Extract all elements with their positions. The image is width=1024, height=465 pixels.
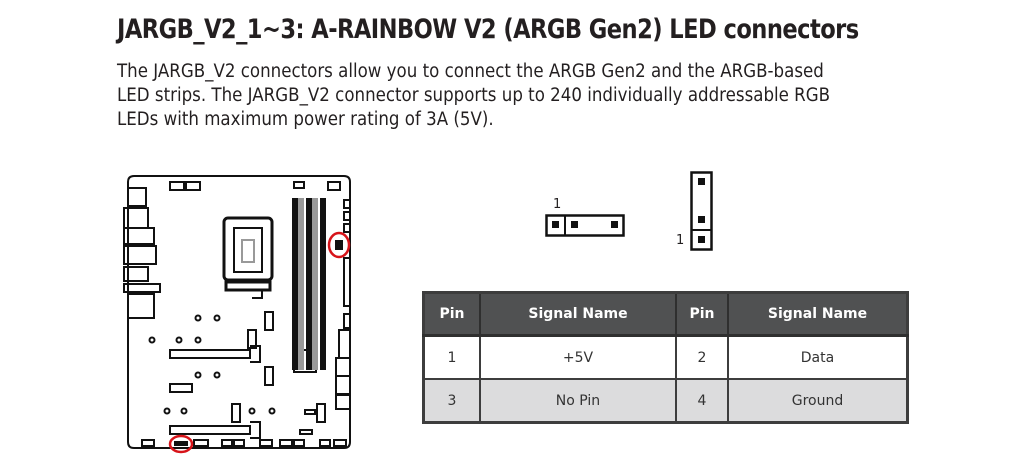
io-port — [123, 283, 161, 293]
dimm-slot — [292, 198, 298, 370]
column-header: Pin — [423, 292, 481, 337]
motherboard-diagram — [123, 175, 351, 454]
table-row: 3 No Pin 4 Ground — [423, 379, 908, 424]
description-line: LED strips. The JARGB_V2 connector suppo… — [117, 85, 831, 106]
highlight-circle-icon — [327, 231, 351, 259]
description-line: LEDs with maximum power rating of 3A (5V… — [117, 109, 494, 130]
pin-number: 1 — [423, 335, 481, 380]
dimm-slots — [292, 198, 326, 370]
header — [343, 257, 351, 307]
header — [327, 181, 341, 191]
column-header: Signal Name — [728, 292, 908, 337]
page-title: JARGB_V2_1~3: A-RAINBOW V2 (ARGB Gen2) L… — [117, 14, 859, 45]
pin — [571, 221, 578, 228]
pin — [698, 178, 705, 185]
pin1-label: 1 — [553, 197, 562, 212]
io-port — [123, 227, 155, 245]
signal-name: No Pin — [480, 379, 677, 424]
cpu-socket — [222, 216, 274, 282]
column-header: Pin — [676, 292, 729, 337]
signal-name: +5V — [480, 335, 677, 380]
argb-connector-bottom — [174, 441, 188, 446]
header — [343, 223, 351, 233]
table-header-row: Pin Signal Name Pin Signal Name — [423, 292, 908, 337]
pin-number: 2 — [676, 335, 729, 380]
horizontal-connector-diagram — [545, 214, 625, 237]
table-row: 1 +5V 2 Data — [423, 335, 908, 380]
vertical-connector-diagram — [690, 171, 713, 251]
column-header: Signal Name — [480, 292, 677, 337]
header — [293, 181, 305, 189]
pin-number: 3 — [423, 379, 481, 424]
pin-table: Pin Signal Name Pin Signal Name 1 +5V 2 … — [422, 291, 909, 424]
header — [343, 199, 351, 209]
pin-number: 4 — [676, 379, 729, 424]
dimm-slot — [306, 198, 312, 370]
pin — [698, 236, 705, 243]
io-port — [127, 293, 155, 319]
description-line: The JARGB_V2 connectors allow you to con… — [117, 61, 824, 82]
signal-name: Ground — [728, 379, 908, 424]
pin — [552, 221, 559, 228]
io-port — [127, 187, 147, 207]
pcie-slot — [169, 425, 251, 435]
dimm-slot — [320, 198, 326, 370]
header — [185, 181, 201, 191]
pin — [611, 221, 618, 228]
description: The JARGB_V2 connectors allow you to con… — [117, 60, 837, 132]
pin — [698, 216, 705, 223]
header — [169, 181, 185, 191]
signal-name: Data — [728, 335, 908, 380]
header — [343, 211, 351, 221]
cpu-die — [241, 239, 255, 263]
pin1-label: 1 — [676, 233, 685, 248]
argb-connector-right — [335, 240, 343, 250]
io-port — [123, 266, 149, 282]
highlight-circle-icon — [168, 434, 194, 454]
cpu-socket-inner — [233, 227, 263, 273]
pcie-slot — [169, 349, 251, 359]
board-outline — [127, 175, 351, 449]
io-port — [123, 245, 157, 265]
